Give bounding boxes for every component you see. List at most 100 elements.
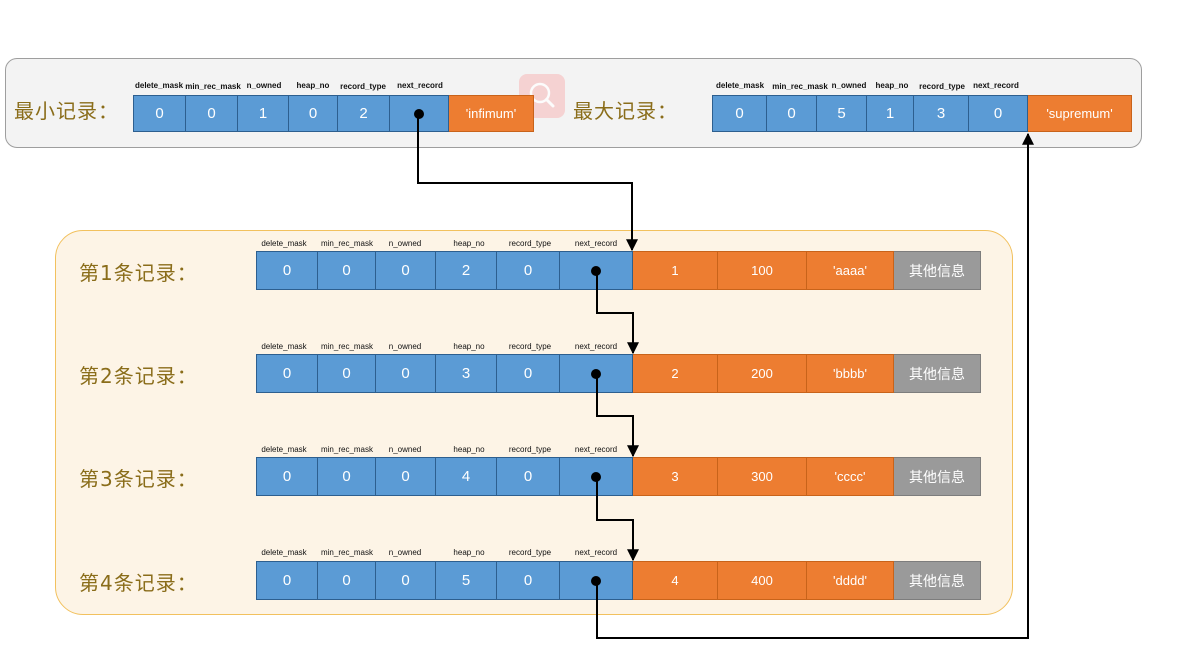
record-delete-mask: 0: [256, 251, 318, 290]
field-header-next-record: next_record: [574, 342, 618, 351]
supremum-n-owned: 5: [817, 95, 867, 132]
arrow-infimum-to-record-1: [417, 113, 638, 252]
field-header-min-rec-mask: min_rec_mask: [320, 445, 374, 454]
field-header-next-record: next_record: [574, 239, 618, 248]
field-header-min-rec-mask: min_rec_mask: [772, 82, 828, 91]
infimum-heap-no: 0: [289, 95, 338, 132]
field-header-record-type: record_type: [340, 82, 386, 91]
pointer-dot: [591, 471, 601, 482]
field-header-next-record: next_record: [397, 81, 443, 90]
record-string-field: 'cccc': [807, 457, 894, 496]
field-header-heap-no: heap_no: [453, 342, 485, 351]
infimum-delete-mask: 0: [133, 95, 186, 132]
field-header-delete-mask: delete_mask: [261, 239, 307, 248]
arrow-record-3-to-record-4: [596, 478, 639, 562]
arrow-record-1-to-record-2: [596, 271, 639, 355]
record-string-field: 'bbbb': [807, 354, 894, 393]
field-header-n-owned: n_owned: [388, 548, 422, 557]
record-id-field: 3: [633, 457, 718, 496]
field-header-delete-mask: delete_mask: [134, 81, 184, 90]
field-header-heap-no: heap_no: [296, 81, 330, 90]
record-string-field: 'dddd': [807, 561, 894, 600]
record-record-type: 0: [497, 251, 560, 290]
record-label: 第1条记录：: [79, 261, 198, 285]
record-value-field: 200: [718, 354, 807, 393]
record-value-field: 100: [718, 251, 807, 290]
field-header-n-owned: n_owned: [388, 239, 422, 248]
pointer-dot: [591, 368, 601, 379]
field-header-delete-mask: delete_mask: [261, 445, 307, 454]
field-header-record-type: record_type: [508, 548, 552, 557]
field-header-n-owned: n_owned: [831, 81, 867, 90]
field-header-heap-no: heap_no: [453, 445, 485, 454]
field-header-n-owned: n_owned: [388, 445, 422, 454]
record-min-rec-mask: 0: [318, 457, 376, 496]
field-header-min-rec-mask: min_rec_mask: [185, 82, 241, 91]
field-header-delete-mask: delete_mask: [715, 81, 765, 90]
record-string-field: 'aaaa': [807, 251, 894, 290]
user-records-panel: [55, 230, 1013, 615]
record-record-type: 0: [497, 561, 560, 600]
record-n-owned: 0: [376, 561, 436, 600]
record-id-field: 4: [633, 561, 718, 600]
field-header-next-record: next_record: [973, 81, 1019, 90]
field-header-record-type: record_type: [508, 342, 552, 351]
supremum-label: 最大记录：: [573, 99, 678, 123]
field-header-n-owned: n_owned: [246, 81, 282, 90]
record-next-record: [560, 354, 633, 393]
record-n-owned: 0: [376, 354, 436, 393]
infimum-record-type: 2: [338, 95, 390, 132]
record-min-rec-mask: 0: [318, 251, 376, 290]
record-heap-no: 4: [436, 457, 497, 496]
record-other-info: 其他信息: [894, 354, 981, 393]
field-header-delete-mask: delete_mask: [261, 548, 307, 557]
record-min-rec-mask: 0: [318, 354, 376, 393]
field-header-min-rec-mask: min_rec_mask: [320, 342, 374, 351]
record-heap-no: 5: [436, 561, 497, 600]
supremum-delete-mask: 0: [712, 95, 767, 132]
arrow-record-4-to-supremum: [596, 132, 1034, 639]
supremum-record-type: 3: [914, 95, 969, 132]
supremum-min-rec-mask: 0: [767, 95, 817, 132]
record-label: 第2条记录：: [79, 364, 198, 388]
infimum-min-rec-mask: 0: [186, 95, 238, 132]
record-record-type: 0: [497, 354, 560, 393]
record-id-field: 2: [633, 354, 718, 393]
record-delete-mask: 0: [256, 354, 318, 393]
field-header-next-record: next_record: [574, 548, 618, 557]
infimum-n-owned: 1: [238, 95, 289, 132]
field-header-record-type: record_type: [919, 82, 965, 91]
record-delete-mask: 0: [256, 457, 318, 496]
record-heap-no: 3: [436, 354, 497, 393]
record-delete-mask: 0: [256, 561, 318, 600]
field-header-heap-no: heap_no: [453, 548, 485, 557]
record-n-owned: 0: [376, 251, 436, 290]
record-value-field: 400: [718, 561, 807, 600]
field-header-heap-no: heap_no: [453, 239, 485, 248]
record-value-field: 300: [718, 457, 807, 496]
pointer-dot: [591, 265, 601, 276]
field-header-record-type: record_type: [508, 445, 552, 454]
record-other-info: 其他信息: [894, 251, 981, 290]
infimum-name: 'infimum': [449, 95, 534, 132]
supremum-heap-no: 1: [867, 95, 914, 132]
record-label: 第3条记录：: [79, 467, 198, 491]
record-n-owned: 0: [376, 457, 436, 496]
record-min-rec-mask: 0: [318, 561, 376, 600]
infimum-label: 最小记录：: [14, 99, 119, 123]
pointer-dot: [591, 575, 601, 586]
field-header-min-rec-mask: min_rec_mask: [320, 548, 374, 557]
field-header-min-rec-mask: min_rec_mask: [320, 239, 374, 248]
supremum-name: 'supremum': [1028, 95, 1132, 132]
field-header-record-type: record_type: [508, 239, 552, 248]
record-record-type: 0: [497, 457, 560, 496]
record-id-field: 1: [633, 251, 718, 290]
supremum-next-record: 0: [969, 95, 1028, 132]
field-header-n-owned: n_owned: [388, 342, 422, 351]
record-label: 第4条记录：: [79, 571, 198, 595]
record-heap-no: 2: [436, 251, 497, 290]
field-header-delete-mask: delete_mask: [261, 342, 307, 351]
field-header-next-record: next_record: [574, 445, 618, 454]
field-header-heap-no: heap_no: [875, 81, 909, 90]
